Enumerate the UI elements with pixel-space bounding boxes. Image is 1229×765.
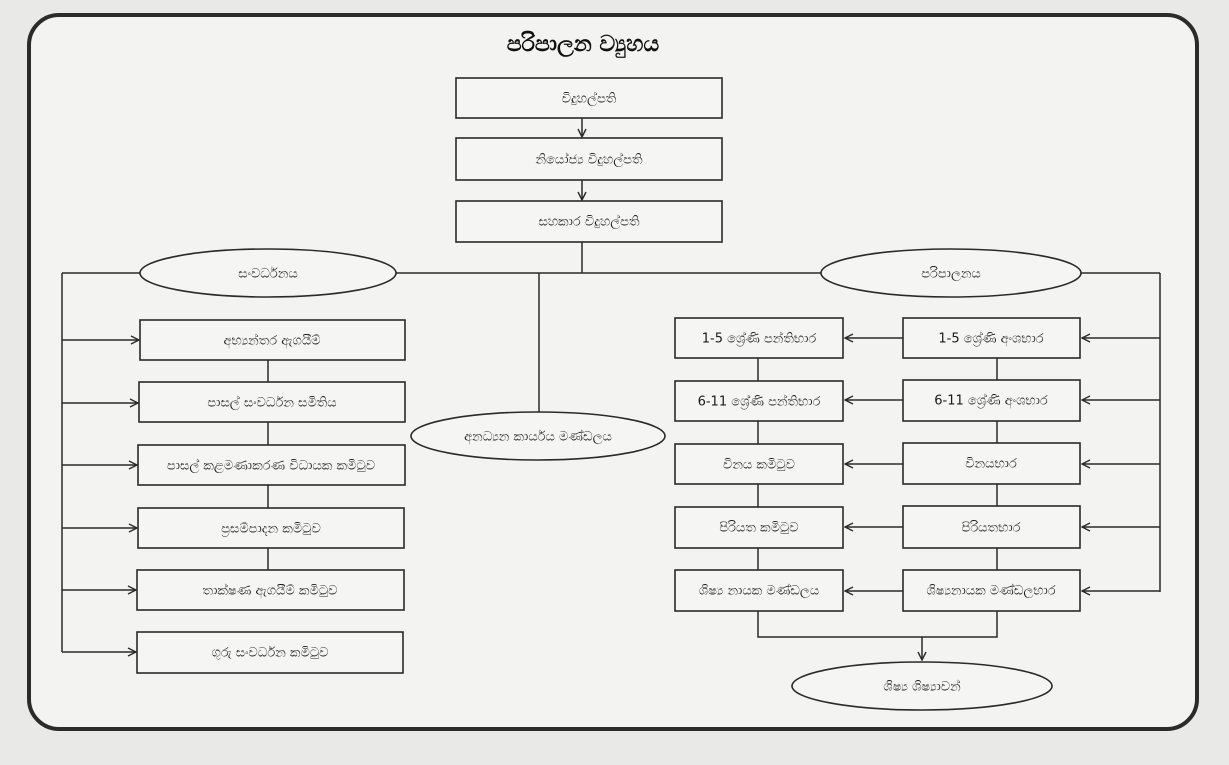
admin-head: විනයභාර [965,457,1017,472]
dev-item: තාක්ෂණ ඇගයීම් කමිටුව [203,582,338,598]
admin-head: ශිෂ්‍යනායක මණ්ඩලභාර [926,582,1055,598]
dev-item: පාසල් සංවර්ධන සමිතිය [207,394,336,410]
deputy-principal-node: නියෝජ්‍ය විදුහල්පති [535,151,642,167]
admin-head: පිරියතභාර [962,520,1021,536]
dev-item: ගුරු සංවර්ධන කමිටුව [211,645,328,661]
development-column: අභ්‍යන්තර ඇගයීම් පාසල් සංවර්ධන සමිතිය පා… [62,319,406,674]
dev-item: ප්‍රසම්පාදන කමිටුව [221,522,321,537]
admin-unit: 6-11 ශ්‍රේණි පන්තිභාර [698,393,821,409]
development-node: සංවර්ධනය [238,266,297,282]
admin-unit: විනය කමිටුව [723,458,795,473]
academic-staff-node: අනධ්‍යන කාර්යය මණ්ඩලය [464,428,612,444]
admin-unit: පිරියත කමිටුව [719,520,798,536]
admin-head: 6-11 ශ්‍රේණි අංශභාර [934,392,1048,408]
admin-unit: 1-5 ශ්‍රේණි පන්තිභාර [702,330,817,346]
dev-item: පාසල් කළමණාකරණ විධායක කමිටුව [167,457,375,473]
administration-node: පරිපාලනය [921,266,981,282]
top-chain: විදුහල්පති නියෝජ්‍ය විදුහල්පති සහකාර විද… [455,77,723,243]
principal-node: විදුහල්පති [562,90,617,106]
administration-columns: 1-5 ශ්‍රේණි අංශභාර 6-11 ශ්‍රේණි අංශභාර ව… [674,317,1160,660]
assistant-principal-node: සහකාර විදුහල්පති [538,213,639,229]
admin-head: 1-5 ශ්‍රේණි අංශභාර [938,330,1043,346]
dev-item: අභ්‍යන්තර ඇගයීම් [223,332,320,348]
chart-frame [27,13,1199,731]
chart-title: පරිපාලන ව්‍යුහය [507,30,660,58]
students-node: ශිෂ්‍ය ශිෂ්‍යාවන් [883,678,961,694]
admin-unit: ශිෂ්‍ය නායක මණ්ඩලය [699,582,819,598]
